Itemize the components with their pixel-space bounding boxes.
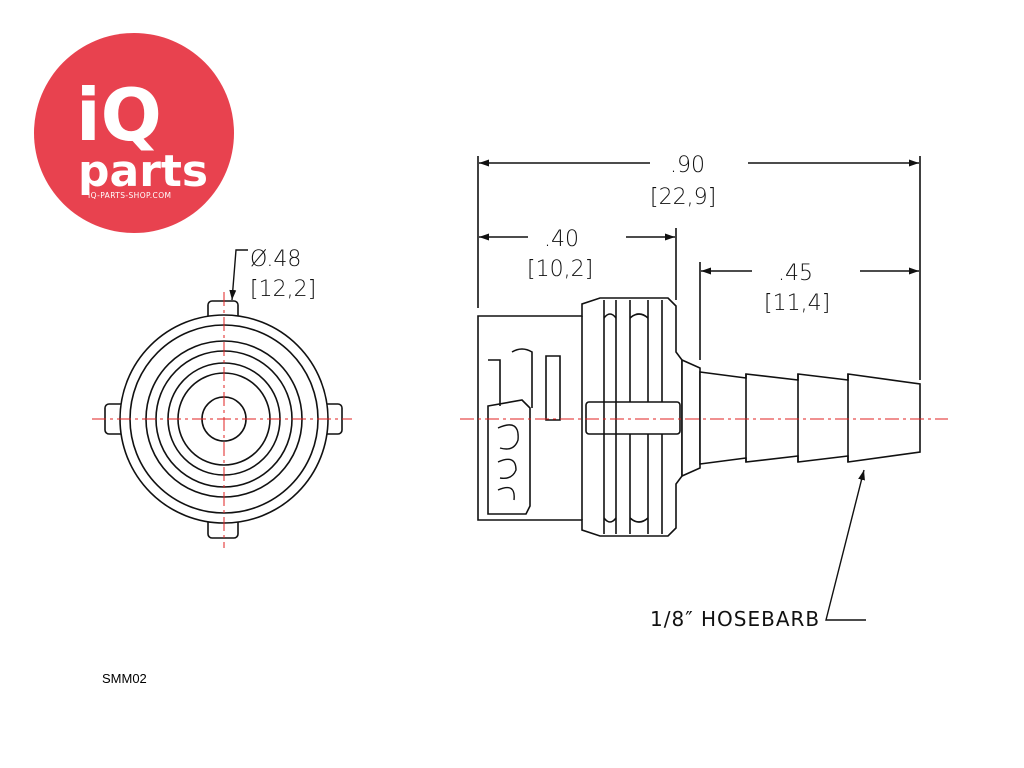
logo-parts-text: parts (78, 146, 208, 197)
hosebarb-note: 1/8″ HOSEBARB (650, 607, 820, 631)
body-length-inch: .40 (544, 227, 579, 252)
front-diameter-mm: [12,2] (250, 277, 316, 302)
logo-site-text: IQ-PARTS-SHOP.COM (88, 191, 171, 200)
hosebarb-leader-line (825, 469, 866, 621)
body-length-mm: [10,2] (527, 257, 593, 282)
overall-length-inch: .90 (670, 153, 705, 178)
latch-button (487, 399, 531, 515)
front-diameter-dimension: Ø.48 [12,2] (229, 247, 316, 302)
logo-iq-text: iQ (76, 73, 162, 157)
hosebarb-note-leader (825, 469, 866, 621)
collar-groove-top (603, 313, 649, 319)
cpc-logo-mark (497, 424, 519, 501)
part-code: SMM02 (102, 671, 147, 686)
barb-base-cone (681, 358, 701, 478)
barb-length-inch: .45 (778, 261, 813, 286)
overall-length-mm: [22,9] (650, 185, 716, 210)
latch-detail (488, 348, 561, 421)
front-diameter-inch: Ø.48 (250, 247, 301, 272)
logo-circle (34, 33, 234, 233)
collar-groove-bot (603, 517, 649, 523)
front-diameter-leader (229, 249, 248, 301)
latch-key (585, 401, 681, 435)
side-view (477, 156, 921, 537)
barb-length-mm: [11,4] (764, 291, 830, 316)
hose-barb-outline (699, 371, 921, 465)
front-view (92, 292, 352, 548)
brand-logo: iQ parts IQ-PARTS-SHOP.COM (34, 33, 234, 233)
